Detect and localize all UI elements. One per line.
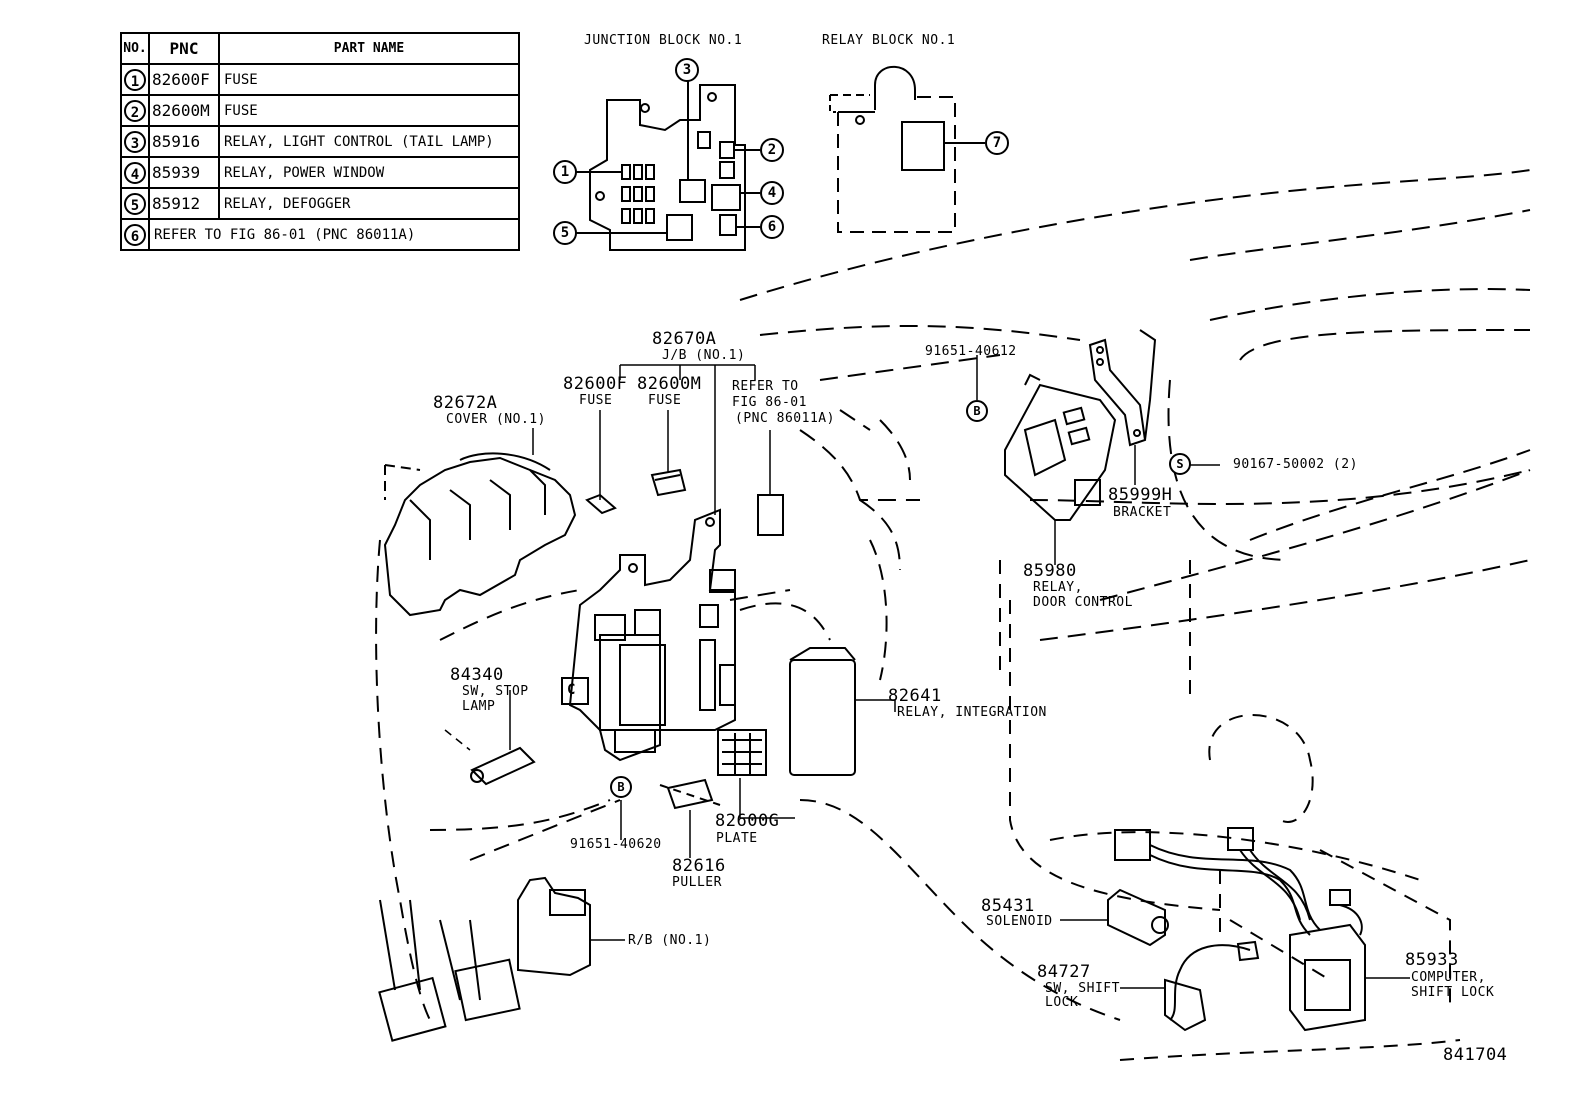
legend-pnc: 85916: [148, 125, 220, 158]
bracket-pnc-label: 85999H: [1108, 485, 1173, 505]
screw-pnc-label: 90167-50002 (2): [1233, 457, 1358, 472]
puller-pnc-label: 82616: [672, 856, 726, 876]
legend-header-part-name: PART NAME: [218, 32, 520, 65]
legend-part-name: REFER TO FIG 86-01 (PNC 86011A): [148, 218, 520, 251]
refer-line-3: (PNC 86011A): [735, 411, 835, 426]
callout-6: 6: [760, 215, 784, 239]
legend-part-name: RELAY, POWER WINDOW: [218, 156, 520, 189]
legend-row: 6 REFER TO FIG 86-01 (PNC 86011A): [120, 218, 520, 251]
junction-block-inset-title: JUNCTION BLOCK NO.1: [584, 33, 743, 48]
legend-row: 1 82600F FUSE: [120, 63, 520, 96]
shift-sw-name-1: SW, SHIFT: [1045, 981, 1120, 996]
plate-name-label: PLATE: [716, 831, 758, 846]
solenoid-pnc-label: 85431: [981, 896, 1035, 916]
callout-number: 3: [124, 130, 146, 153]
legend-header-row: NO. PNC PART NAME: [120, 32, 520, 65]
integration-name-label: RELAY, INTEGRATION: [897, 705, 1047, 720]
door-relay-name-1: RELAY,: [1033, 580, 1083, 595]
cover-name-label: COVER (NO.1): [446, 412, 546, 427]
refer-line-1: REFER TO: [732, 379, 799, 394]
callout-number: 2: [124, 99, 146, 122]
shift-comp-pnc-label: 85933: [1405, 950, 1459, 970]
legend-row: 3 85916 RELAY, LIGHT CONTROL (TAIL LAMP): [120, 125, 520, 158]
legend-pnc: 85939: [148, 156, 220, 189]
junction-block-inset-drawing: [576, 80, 760, 251]
solenoid-name-label: SOLENOID: [986, 914, 1053, 929]
stop-sw-name-1: SW, STOP: [462, 684, 529, 699]
legend-row: 4 85939 RELAY, POWER WINDOW: [120, 156, 520, 189]
legend-header-no: NO.: [120, 32, 150, 65]
cover-drawing: [383, 452, 577, 617]
bolt-top-pnc-label: 91651-40612: [925, 344, 1017, 359]
shift-comp-name-1: COMPUTER,: [1411, 970, 1486, 985]
integration-pnc-label: 82641: [888, 686, 942, 706]
callout-number: 6: [124, 223, 146, 246]
callout-5: 5: [553, 221, 577, 245]
legend-pnc: 82600M: [148, 94, 220, 127]
callout-number: 5: [124, 192, 146, 215]
callout-number: 1: [124, 68, 146, 91]
bracket-name-label: BRACKET: [1113, 505, 1172, 520]
callout-number: 4: [124, 161, 146, 184]
lower-dash-outline: [375, 539, 1121, 1021]
relay-block-inset-drawing: [829, 65, 985, 233]
fuse-f-name-label: FUSE: [579, 393, 613, 408]
refer-line-2: FIG 86-01: [732, 395, 807, 410]
callout-2: 2: [760, 138, 784, 162]
stop-sw-pnc-label: 84340: [450, 665, 504, 685]
callout-4: 4: [760, 181, 784, 205]
shift-lock-drawing: [1107, 827, 1366, 1032]
fuse-m-pnc-label: 82600M: [637, 374, 702, 394]
pedal-assembly: [378, 899, 521, 1042]
figure-number: 841704: [1443, 1045, 1508, 1065]
shift-sw-name-2: LOCK: [1045, 995, 1079, 1010]
jb-pnc-label: 82670A: [652, 329, 717, 349]
callout-7: 7: [985, 131, 1009, 155]
c-mark: C: [567, 682, 576, 698]
small-parts-drawing: [470, 468, 856, 977]
rb-name-label: R/B (NO.1): [628, 933, 712, 948]
plate-pnc-label: 82600G: [715, 811, 780, 831]
legend-pnc: 82600F: [148, 63, 220, 96]
puller-name-label: PULLER: [672, 875, 722, 890]
screw-s-mark: S: [1169, 453, 1191, 475]
junction-block-drawing: [561, 508, 736, 806]
shift-sw-pnc-label: 84727: [1037, 962, 1091, 982]
door-control-relay-drawing: [1004, 329, 1157, 521]
relay-block-inset-title: RELAY BLOCK NO.1: [822, 33, 956, 48]
door-relay-pnc-label: 85980: [1023, 561, 1077, 581]
legend-part-name: RELAY, LIGHT CONTROL (TAIL LAMP): [218, 125, 520, 158]
jb-name-label: J/B (NO.1): [662, 348, 746, 363]
cover-pnc-label: 82672A: [433, 393, 498, 413]
bolt-b-mark: B: [966, 400, 988, 422]
stop-sw-name-2: LAMP: [462, 699, 496, 714]
legend-pnc: 85912: [148, 187, 220, 220]
shift-comp-name-2: SHIFT LOCK: [1411, 985, 1495, 1000]
legend-header-pnc: PNC: [148, 32, 220, 65]
bolt-bottom-b-mark: B: [610, 776, 632, 798]
bolt-bottom-pnc-label: 91651-40620: [570, 837, 662, 852]
leader-lines: [444, 355, 1410, 989]
legend-row: 2 82600M FUSE: [120, 94, 520, 127]
legend-row: 5 85912 RELAY, DEFOGGER: [120, 187, 520, 220]
callout-1: 1: [553, 160, 577, 184]
callout-3: 3: [675, 58, 699, 82]
door-relay-name-2: DOOR CONTROL: [1033, 595, 1133, 610]
legend-part-name: FUSE: [218, 94, 520, 127]
fuse-m-name-label: FUSE: [648, 393, 682, 408]
legend-part-name: RELAY, DEFOGGER: [218, 187, 520, 220]
legend-part-name: FUSE: [218, 63, 520, 96]
parts-legend-table: NO. PNC PART NAME 1 82600F FUSE 2 82600M…: [120, 32, 520, 251]
fuse-f-pnc-label: 82600F: [563, 374, 628, 394]
dash-panel-outline: [729, 169, 1531, 641]
